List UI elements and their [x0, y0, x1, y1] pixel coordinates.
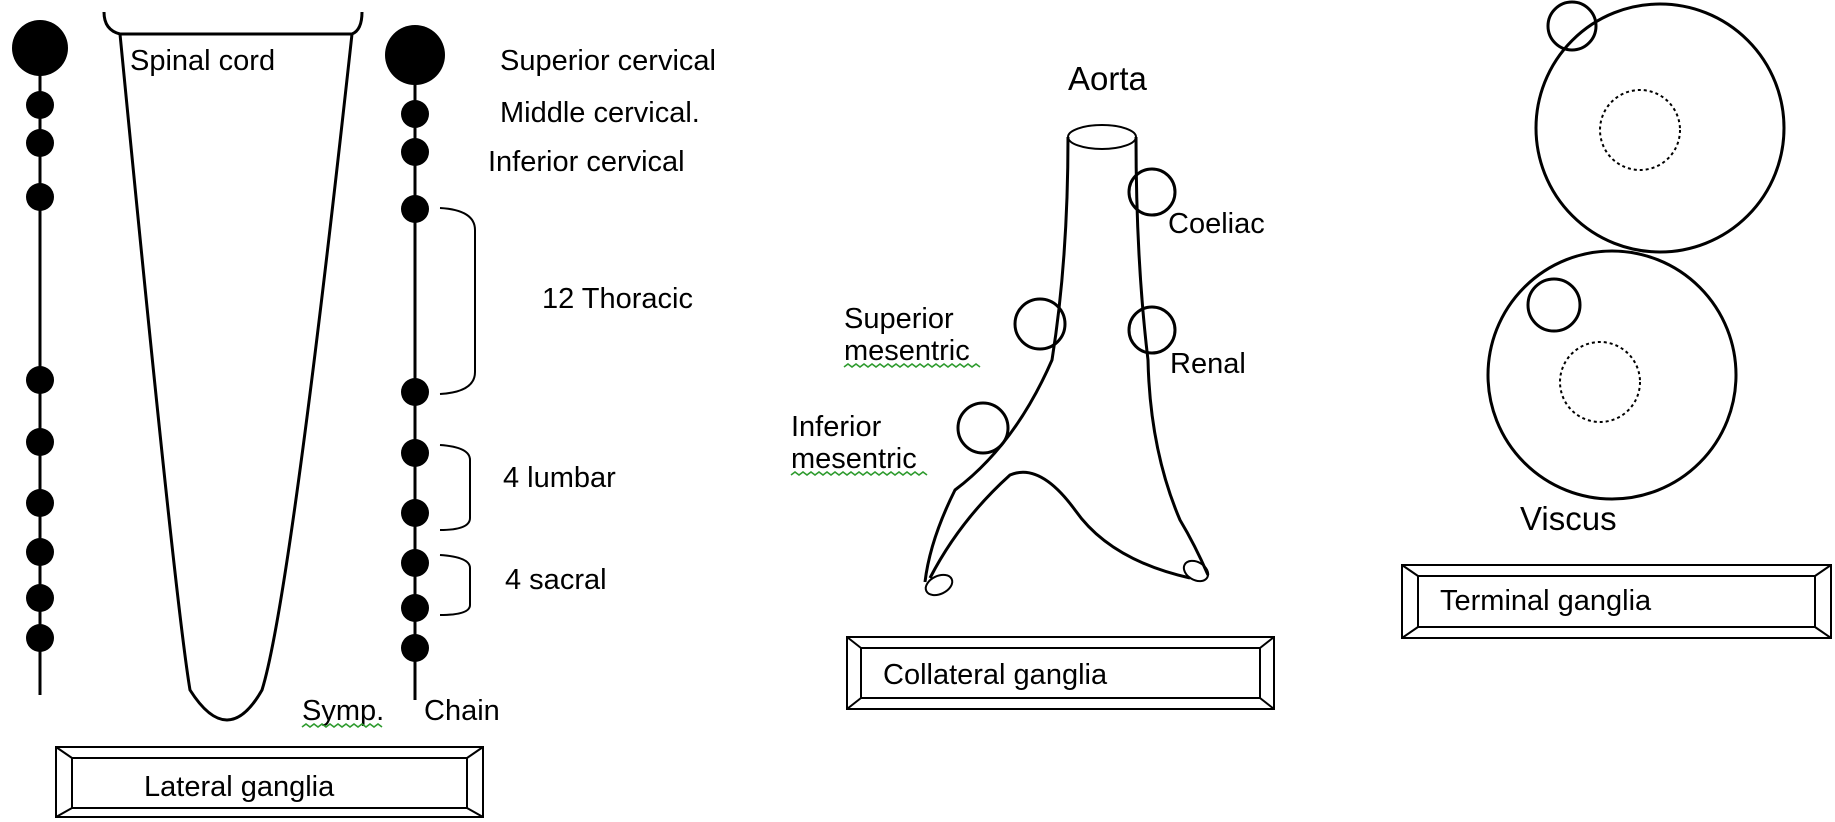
symp-chain-word1: Symp. [302, 695, 384, 727]
collateral-box-bevel [1260, 698, 1274, 709]
aorta-label: Aorta [1068, 60, 1148, 97]
collateral-box-bevel [1260, 637, 1274, 648]
coeliac-label: Coeliac [1168, 208, 1265, 240]
right-chain-ganglion [401, 499, 429, 527]
right-chain-ganglion [401, 100, 429, 128]
terminal-box-bevel [1815, 565, 1831, 576]
viscus-circle-top [1536, 4, 1784, 252]
lateral-box-bevel [56, 747, 72, 758]
terminal-box-bevel [1815, 627, 1831, 638]
inferior-cervical-label: Inferior cervical [488, 146, 685, 178]
left-chain-ganglion [26, 584, 54, 612]
renal-label: Renal [1170, 348, 1246, 380]
inferior-mesentric-ganglion [958, 403, 1008, 453]
spinal-cord-label: Spinal cord [130, 45, 275, 77]
lumbar-bracket [440, 445, 470, 530]
left-chain-ganglion [26, 366, 54, 394]
lateral-ganglia-title: Lateral ganglia [144, 771, 335, 803]
inferior-mesentric-label-1: Inferior [791, 411, 882, 443]
lateral-box-bevel [56, 808, 72, 817]
right-chain-ganglion [401, 378, 429, 406]
sacral-bracket [440, 555, 470, 615]
right-chain-ganglion [401, 439, 429, 467]
lateral-ganglia-panel: Spinal cord Superior cervical Middle cer… [12, 12, 716, 817]
thoracic-bracket [440, 208, 475, 394]
collateral-ganglia-title: Collateral ganglia [883, 659, 1108, 691]
left-chain-ganglion [26, 489, 54, 517]
thoracic-label: 12 Thoracic [542, 283, 693, 315]
left-chain-ganglion [26, 428, 54, 456]
right-chain-ganglion [401, 138, 429, 166]
collateral-box-bevel [847, 698, 861, 709]
left-chain-ganglion [26, 538, 54, 566]
superior-mesentric-label-1: Superior [844, 303, 954, 335]
lateral-box-bevel [467, 808, 483, 817]
terminal-box-bevel [1402, 565, 1418, 576]
right-chain-ganglion [385, 25, 445, 85]
viscus-lumen-top [1600, 90, 1680, 170]
terminal-box-bevel [1402, 627, 1418, 638]
terminal-ganglia-panel: Viscus Terminal ganglia [1402, 2, 1831, 638]
aorta-opening [1068, 125, 1136, 149]
terminal-ganglia-title: Terminal ganglia [1440, 585, 1652, 617]
inferior-mesentric-label-2: mesentric [791, 443, 917, 475]
collateral-box-bevel [847, 637, 861, 648]
spinal-cord-taper [120, 34, 352, 720]
middle-cervical-label: Middle cervical. [500, 97, 700, 129]
superior-mesentric-label-2: mesentric [844, 335, 970, 367]
renal-ganglion [1129, 307, 1175, 353]
left-chain-ganglion [26, 624, 54, 652]
left-chain-ganglion [26, 91, 54, 119]
symp-chain-word2: Chain [424, 695, 500, 727]
sacral-label: 4 sacral [505, 564, 607, 596]
viscus-circle-bottom [1488, 251, 1736, 499]
spinal-cord-shape [104, 12, 362, 34]
right-chain-ganglion [401, 594, 429, 622]
lumbar-label: 4 lumbar [503, 462, 616, 494]
terminal-ganglion-bottom [1528, 279, 1580, 331]
viscus-lumen-bottom [1560, 342, 1640, 422]
viscus-label: Viscus [1520, 500, 1617, 537]
right-chain-ganglion [401, 195, 429, 223]
right-iliac-opening [1180, 557, 1212, 586]
right-chain-ganglion [401, 549, 429, 577]
lateral-box-bevel [467, 747, 483, 758]
superior-cervical-label: Superior cervical [500, 45, 716, 77]
left-chain-ganglion [26, 129, 54, 157]
left-chain-ganglion [12, 20, 68, 76]
right-chain-ganglion [401, 634, 429, 662]
left-chain-ganglion [26, 183, 54, 211]
collateral-ganglia-panel: Aorta Coeliac Superior mesentric Renal I… [791, 60, 1274, 709]
